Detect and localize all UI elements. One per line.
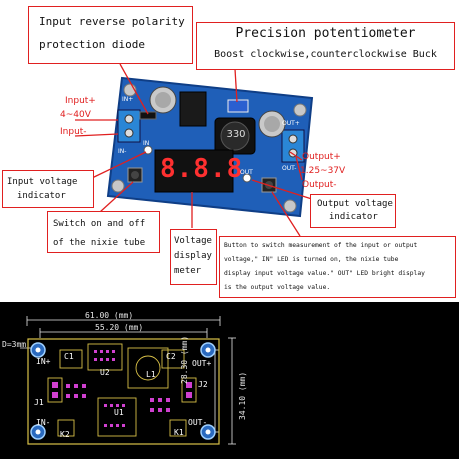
pcb-label-u1: U1 xyxy=(114,408,124,417)
inductor-marking: 330 xyxy=(226,129,246,140)
label-output-minus: Output- xyxy=(302,180,337,190)
dim-inner-height: 28.30 (mm) xyxy=(180,335,189,384)
callout-potentiometer: Precision potentiometer Boost clockwise,… xyxy=(196,22,455,70)
callout-input-voltage-indicator: Input voltage indicator xyxy=(2,170,94,208)
pcb-layout-panel: 61.00 (mm) 55.20 (mm) D=3mm 28.30 (mm) 3… xyxy=(0,302,459,459)
board-out-plus: OUT+ xyxy=(282,120,300,127)
blue-pcb-board xyxy=(106,76,314,218)
label-input-plus: Input+ xyxy=(65,96,96,106)
label-input-minus: Input- xyxy=(60,127,87,137)
protection-diode xyxy=(139,111,157,120)
input-terminal-block xyxy=(117,109,141,143)
product-photo-panel: 8.8.8 330 IN+ IN- OUT+ OUT- IN OUT Input… xyxy=(2,6,456,298)
dim-inner-width: 55.20 (mm) xyxy=(95,323,144,332)
callout-switch-nixie: Switch on and off of the nixie tube xyxy=(47,211,160,253)
pcb-label-j1: J1 xyxy=(34,398,44,407)
mount-hole-br xyxy=(283,199,297,213)
regulator-ic xyxy=(179,91,207,127)
seven-segment-display xyxy=(154,149,234,193)
pads xyxy=(52,350,192,427)
callout-leader-lines xyxy=(74,63,316,237)
pcb-label-c1: C1 xyxy=(64,352,74,361)
pcb-label-u2: U2 xyxy=(100,368,110,377)
board-out-minus: OUT- xyxy=(282,165,297,172)
potentiometer xyxy=(227,99,249,113)
board-out-led-label: OUT xyxy=(240,169,253,176)
pcb-label-c2: C2 xyxy=(166,352,176,361)
label-input-range: 4~40V xyxy=(60,110,91,120)
pcb-label-j2: J2 xyxy=(198,380,208,389)
display-digits: 8.8.8 xyxy=(160,154,244,184)
callout-output-voltage-indicator: Output voltage indicator xyxy=(310,194,396,228)
board-in-led-label: IN xyxy=(143,140,150,147)
dim-width: 61.00 (mm) xyxy=(85,311,134,320)
pcb-label-k1: K1 xyxy=(174,428,184,437)
pcb-label-in-minus: IN- xyxy=(36,418,51,427)
label-output-range: 1.25~37V xyxy=(300,166,346,176)
callout-reverse-polarity: Input reverse polarity protection diode xyxy=(28,6,193,64)
pcb-label-in-plus: IN+ xyxy=(36,357,51,366)
pcb-label-out-minus: OUT- xyxy=(188,418,208,427)
pcb-layout-drawing xyxy=(20,316,236,445)
pcb-label-k2: K2 xyxy=(60,430,70,439)
silkscreen xyxy=(47,343,197,437)
dim-hole: D=3mm xyxy=(2,340,27,349)
callout-voltage-display-meter: Voltage display meter xyxy=(170,229,217,285)
board-in-plus: IN+ xyxy=(122,96,134,103)
output-terminal-block xyxy=(281,129,305,163)
mount-hole-tr xyxy=(293,103,307,117)
board-in-minus: IN- xyxy=(118,148,127,155)
corner-terminals xyxy=(30,342,216,440)
label-output-plus: Output+ xyxy=(302,152,341,162)
mount-hole-bl xyxy=(111,179,125,193)
pcb-label-out-plus: OUT+ xyxy=(192,359,212,368)
pcb-outline xyxy=(27,338,220,445)
callout-button-description: Button to switch measurement of the inpu… xyxy=(219,236,456,298)
dim-height: 34.10 (mm) xyxy=(238,371,247,420)
pcb-label-l1: L1 xyxy=(146,370,156,379)
dimension-lines xyxy=(20,316,236,445)
module-board-illustration xyxy=(74,63,316,237)
out-led xyxy=(242,173,252,183)
